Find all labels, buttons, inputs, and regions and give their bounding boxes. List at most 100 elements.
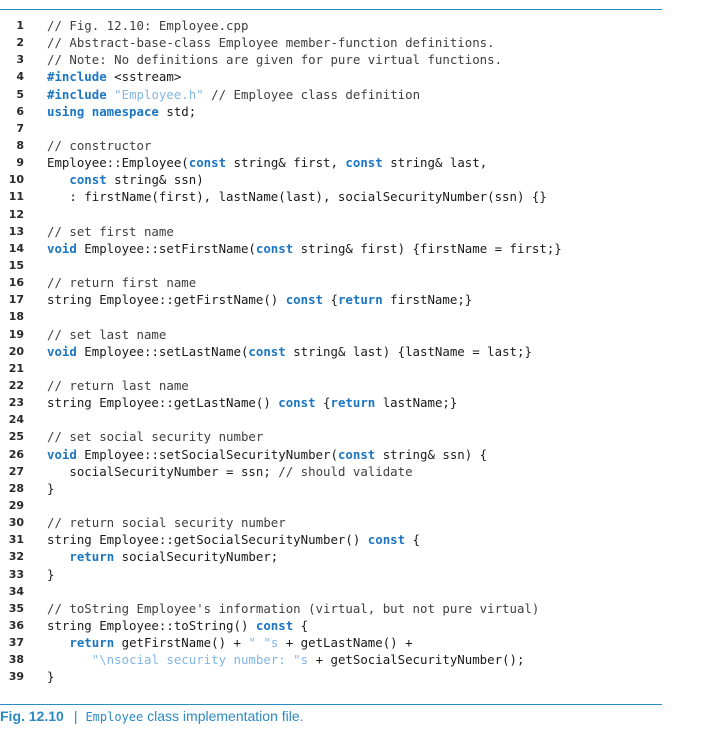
line-code: // constructor [24, 137, 151, 154]
line-code: #include <sstream> [24, 68, 181, 85]
line-number: 15 [8, 258, 24, 272]
code-comment: // Note: No definitions are given for pu… [47, 52, 503, 68]
code-keyword: #include [47, 86, 107, 102]
code-text: string Employee::getFirstName() [47, 292, 286, 308]
line-number: 10 [8, 173, 24, 187]
line-code: Employee::Employee(const string& first, … [24, 154, 487, 171]
line-number: 7 [16, 121, 24, 135]
code-keyword: #include [47, 69, 107, 85]
code-comment: // return first name [47, 275, 197, 291]
line-number: 2 [16, 36, 24, 50]
code-line: 22// return last name [0, 377, 690, 394]
line-number: 29 [8, 498, 24, 512]
code-line: 8 // constructor [0, 137, 690, 154]
code-text: string& first, [226, 155, 346, 171]
line-code: "\nsocial security number: "s + getSocia… [24, 651, 525, 668]
code-line: 16// return first name [0, 274, 690, 291]
line-code: // set first name [24, 223, 174, 240]
line-number: 33 [8, 567, 24, 581]
line-number: 24 [8, 413, 24, 427]
figure-label: Fig. 12.10 [0, 708, 64, 724]
line-code: // set last name [24, 326, 166, 343]
code-comment: // Fig. 12.10: Employee.cpp [47, 18, 249, 33]
code-keyword: using namespace [47, 103, 159, 119]
code-text: Employee::setLastName( [76, 343, 249, 359]
line-number: 35 [8, 601, 24, 615]
line-number: 3 [16, 53, 24, 67]
code-text: Employee::setSocialSecurityNumber( [76, 446, 338, 462]
code-text: string& last, [382, 155, 488, 171]
code-text [47, 549, 69, 564]
line-code: string Employee::getLastName() const {re… [24, 394, 457, 411]
line-code: // return social security number [24, 514, 286, 531]
code-text: socialSecurityNumber; [114, 549, 279, 565]
line-number: 12 [8, 207, 24, 221]
line-code: } [24, 566, 54, 583]
code-line: 10 const string& ssn) [0, 171, 690, 188]
code-string: " "s [248, 635, 279, 651]
line-code: socialSecurityNumber = ssn; // should va… [24, 463, 412, 480]
code-keyword: void [47, 446, 77, 462]
code-line: 38 "\nsocial security number: "s + getSo… [0, 651, 690, 668]
line-number: 27 [8, 464, 24, 478]
line-code: } [24, 480, 54, 497]
code-line: 15 [0, 257, 690, 274]
code-line: 5#include "Employee.h" // Employee class… [0, 86, 690, 103]
code-text: Employee::Employee( [47, 155, 189, 171]
line-number: 32 [8, 550, 24, 564]
code-text: : firstName(first), lastName(last), soci… [47, 189, 547, 205]
line-code: void Employee::setSocialSecurityNumber(c… [24, 446, 487, 463]
code-line: 24 [0, 411, 690, 428]
code-comment: // return last name [47, 377, 189, 393]
code-text [47, 635, 69, 650]
line-number: 8 [16, 138, 24, 152]
code-line: 35 // toString Employee's information (vi… [0, 600, 690, 617]
line-number: 39 [8, 670, 24, 684]
code-line: 13// set first name [0, 223, 690, 240]
code-comment: // set social security number [47, 429, 264, 445]
figure-caption: Fig. 12.10|Employee class implementation… [0, 708, 304, 724]
line-code [24, 360, 47, 377]
line-number: 36 [8, 618, 24, 632]
line-code: // Abstract-base-class Employee member-f… [24, 34, 495, 51]
line-code: // Note: No definitions are given for pu… [24, 51, 502, 68]
line-code [24, 120, 47, 137]
code-text: { [405, 532, 421, 548]
code-line: 32 return socialSecurityNumber; [0, 548, 690, 565]
line-code: string Employee::getSocialSecurityNumber… [24, 531, 420, 548]
caption-code-word: Employee [85, 710, 144, 724]
code-text: } [47, 480, 55, 496]
code-line: 34 [0, 583, 690, 600]
code-text: { [293, 617, 309, 633]
code-comment: // set first name [47, 223, 174, 239]
code-text: string& last) {lastName = last;} [285, 343, 532, 359]
line-code: : firstName(first), lastName(last), soci… [24, 188, 547, 205]
code-string: "Employee.h" [114, 86, 204, 102]
code-comment: // constructor [47, 137, 152, 153]
code-text: + getLastName() + [278, 635, 413, 651]
code-text: <sstream> [106, 69, 182, 85]
code-line: 33} [0, 566, 690, 583]
line-code: // return first name [24, 274, 196, 291]
code-text: } [47, 566, 55, 582]
code-text: { [323, 292, 338, 308]
line-number: 37 [8, 636, 24, 650]
code-text: string& first) {firstName = first;} [293, 240, 562, 256]
line-number: 23 [8, 396, 24, 410]
code-text: { [315, 395, 331, 411]
code-line: 12 [0, 206, 690, 223]
line-code: // return last name [24, 377, 189, 394]
code-line: 2// Abstract-base-class Employee member-… [0, 34, 690, 51]
code-comment: // toString Employee's information (virt… [47, 600, 540, 616]
caption-separator: | [73, 708, 78, 724]
line-code: const string& ssn) [24, 171, 203, 188]
line-number: 5 [16, 87, 24, 101]
code-line: 27 socialSecurityNumber = ssn; // should… [0, 463, 690, 480]
